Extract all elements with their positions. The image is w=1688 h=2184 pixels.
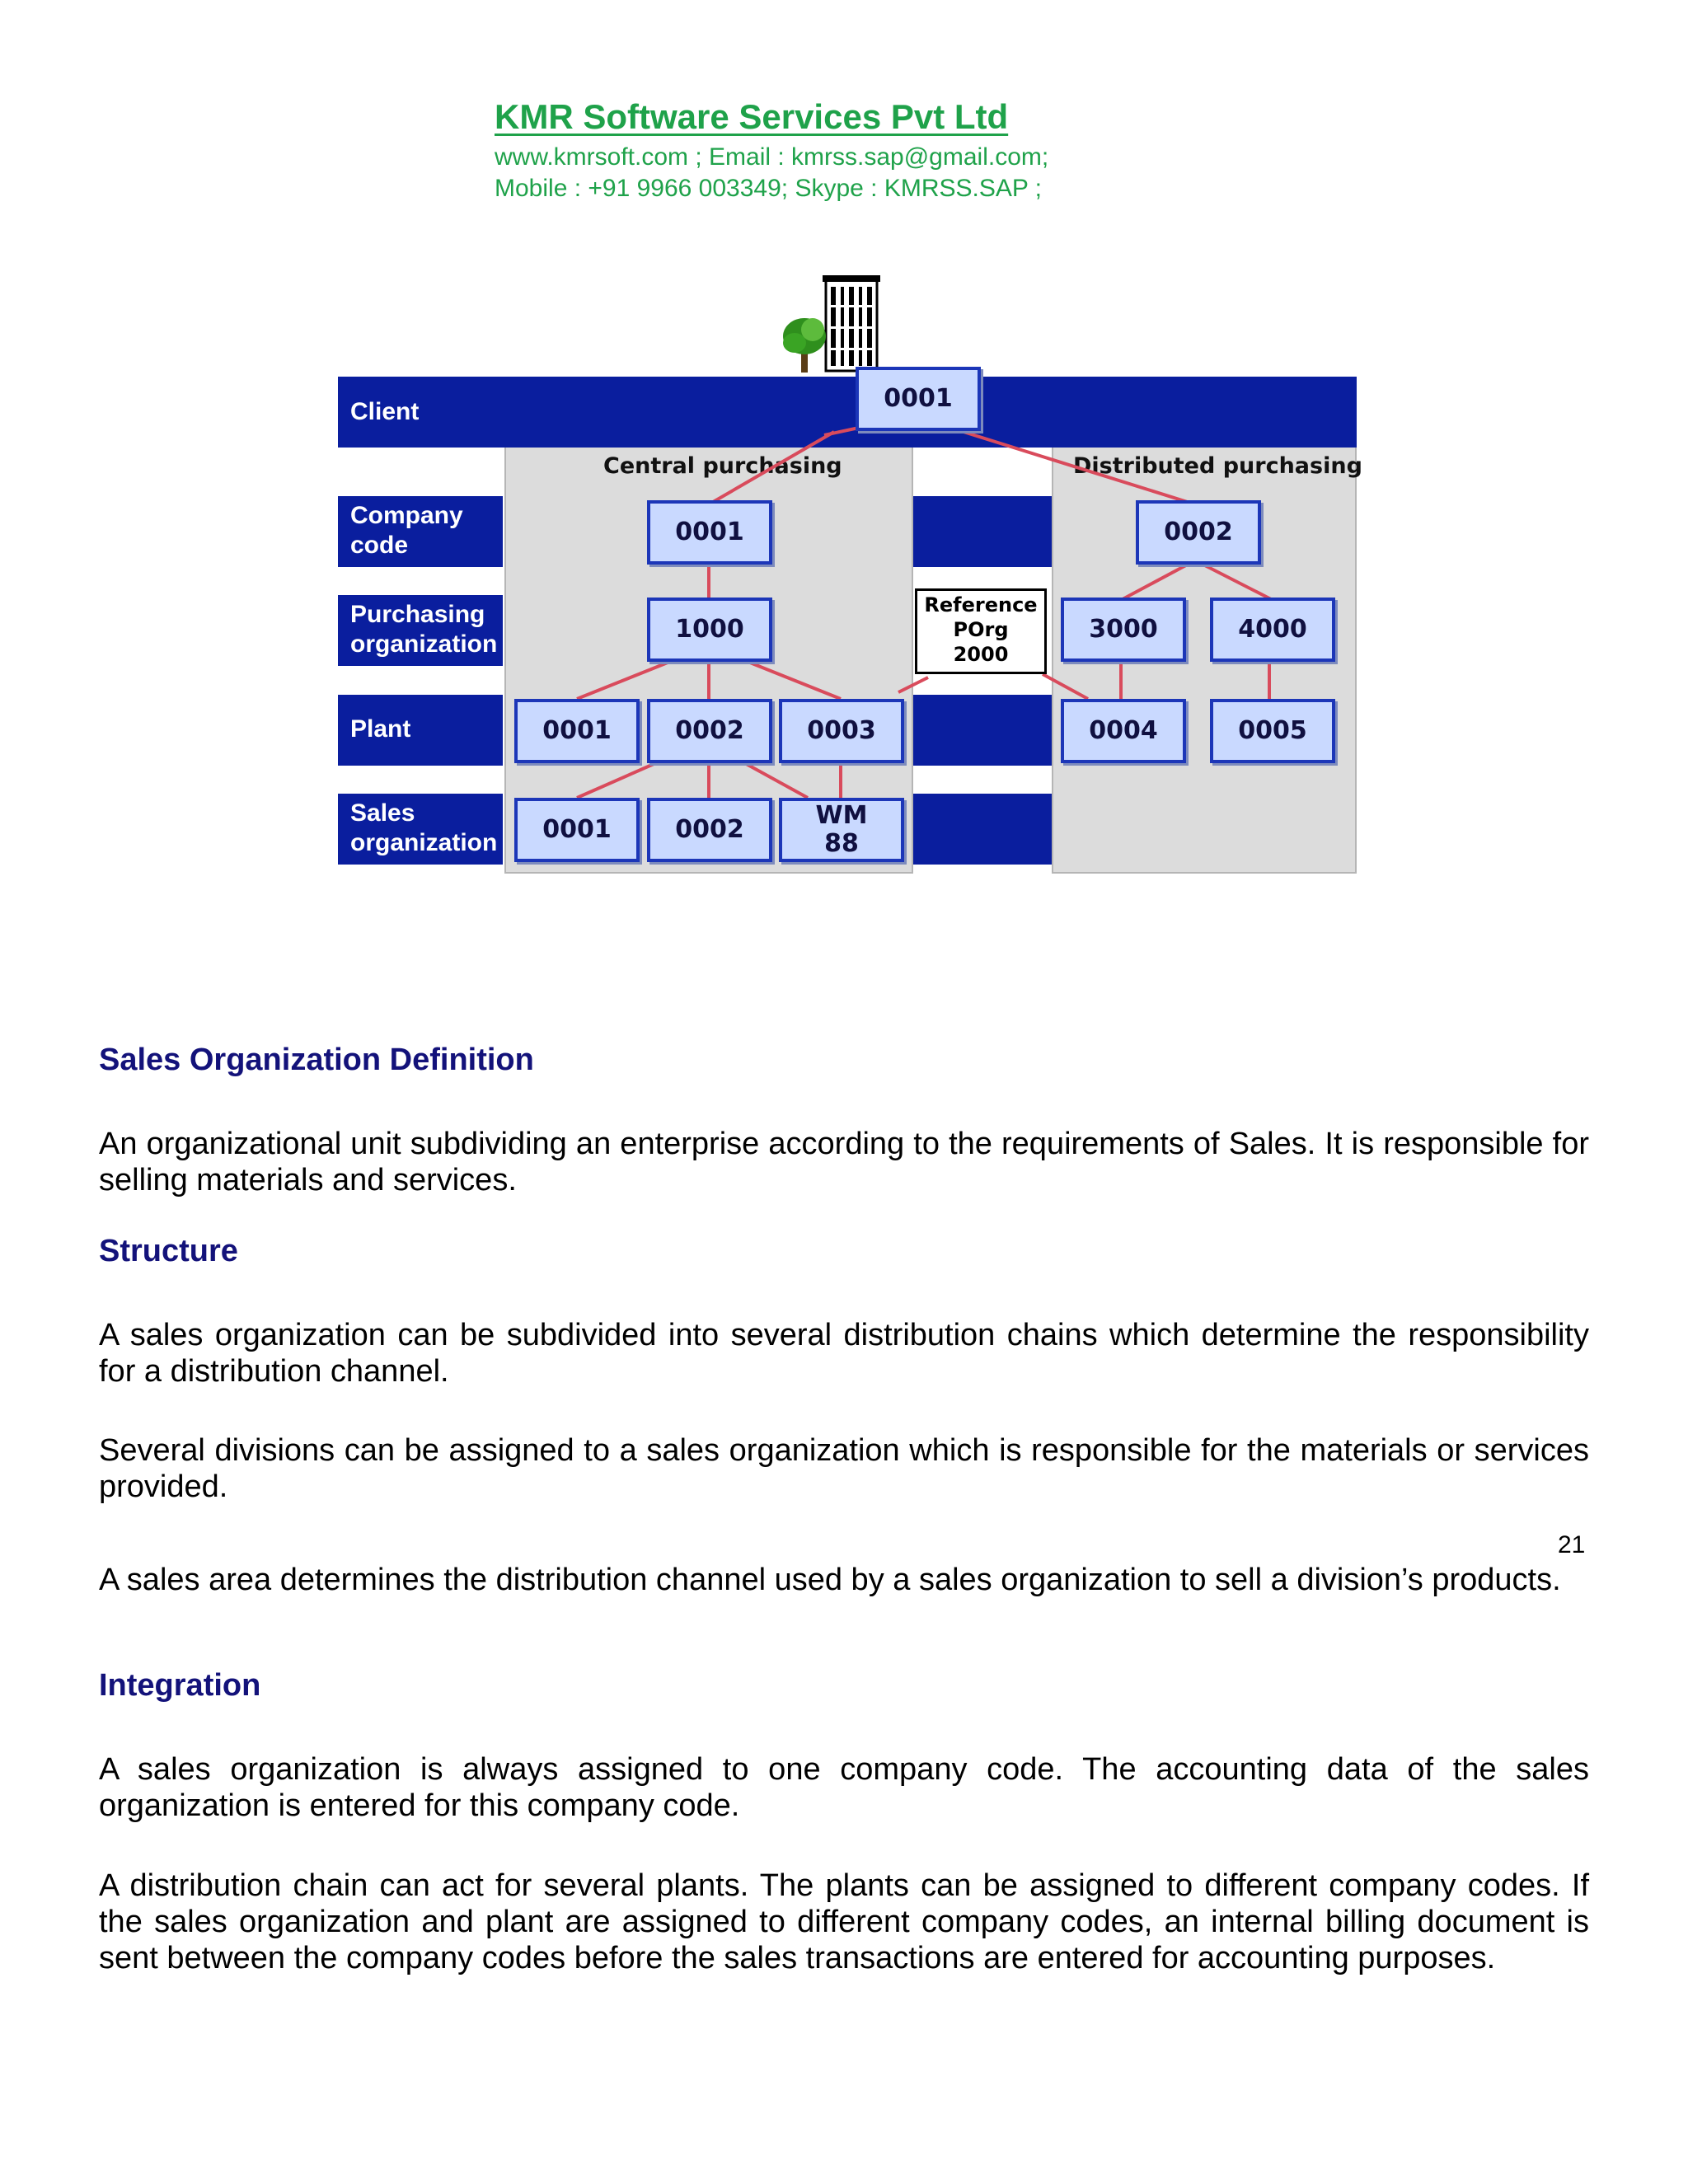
paragraph-structure-2: Several divisions can be assigned to a s… xyxy=(99,1432,1589,1505)
plant-node-0003: 0003 xyxy=(779,699,904,763)
paragraph-structure-1: A sales organization can be subdivided i… xyxy=(99,1317,1589,1390)
plant-node-0004: 0004 xyxy=(1061,699,1186,763)
reference-line2: POrg xyxy=(917,617,1044,642)
purchasing-org-node-4000: 4000 xyxy=(1210,598,1335,662)
connector-lines xyxy=(0,0,1688,907)
company-code-node-0002: 0002 xyxy=(1136,500,1261,565)
paragraph-definition: An organizational unit subdividing an en… xyxy=(99,1126,1589,1198)
paragraph-integration-1: A sales organization is always assigned … xyxy=(99,1751,1589,1824)
sales-org-node-0001: 0001 xyxy=(514,798,640,862)
sales-org-wm-line1: WM xyxy=(816,802,868,830)
sales-org-node-wm88: WM 88 xyxy=(779,798,904,862)
company-code-node-0001: 0001 xyxy=(647,500,772,565)
paragraph-integration-2: A distribution chain can act for several… xyxy=(99,1868,1589,1976)
client-node: 0001 xyxy=(856,367,981,431)
sales-org-node-0002: 0002 xyxy=(647,798,772,862)
plant-node-0001: 0001 xyxy=(514,699,640,763)
paragraph-sales-area: A sales area determines the distribution… xyxy=(99,1562,1589,1598)
heading-sales-org-definition: Sales Organization Definition xyxy=(99,1043,1589,1078)
purchasing-org-node-3000: 3000 xyxy=(1061,598,1186,662)
heading-integration: Integration xyxy=(99,1668,1589,1704)
plant-node-0002: 0002 xyxy=(647,699,772,763)
reference-line1: Reference xyxy=(917,593,1044,617)
page-number: 21 xyxy=(1558,1531,1585,1559)
heading-structure: Structure xyxy=(99,1234,1589,1269)
reference-line3: 2000 xyxy=(917,642,1044,667)
plant-node-0005: 0005 xyxy=(1210,699,1335,763)
reference-porg-box: Reference POrg 2000 xyxy=(915,588,1047,674)
purchasing-org-node-1000: 1000 xyxy=(647,598,772,662)
sales-org-wm-line2: 88 xyxy=(824,830,859,858)
